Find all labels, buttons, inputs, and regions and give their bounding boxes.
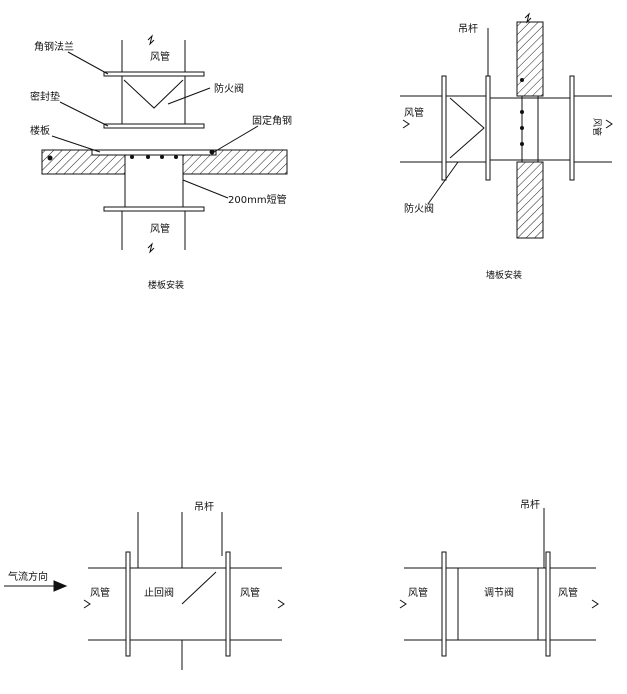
- label-wall-hanger: 吊杆: [458, 23, 478, 35]
- label-angle-flange: 角钢法兰: [34, 40, 74, 53]
- regulating-valve-labels: 吊杆 风管 调节阀 风管: [408, 499, 578, 599]
- label-short-pipe: 200mm短管: [228, 193, 287, 206]
- check-valve-diagram: [4, 512, 285, 670]
- caption-floor-installation: 楼板安装: [148, 279, 184, 291]
- label-duct-top: 风管: [150, 50, 170, 63]
- wall-installation-labels: 吊杆 风管 防火阀 风管 墙板安装: [404, 23, 603, 281]
- label-wall-damper: 防火阀: [404, 202, 434, 215]
- label-regulating-duct-right: 风管: [558, 586, 578, 599]
- label-regulating-duct-left: 风管: [408, 586, 428, 599]
- caption-wall-installation: 墙板安装: [486, 269, 522, 281]
- label-wall-duct-right: 风管: [591, 118, 603, 136]
- label-duct-bottom: 风管: [150, 222, 170, 235]
- floor-damper-blades: [123, 79, 184, 109]
- wall-mid-flange: [485, 75, 491, 181]
- label-check-hanger: 吊杆: [194, 501, 214, 513]
- check-valve-blade: [181, 571, 217, 605]
- regulating-valve-diagram: [399, 508, 599, 657]
- floor-installation-labels: 角钢法兰 密封垫 楼板 防火阀 固定角钢 200mm短管 风管 风管 楼板安装: [30, 40, 292, 291]
- label-fixing-angle: 固定角钢: [252, 114, 292, 127]
- top-flange: [103, 71, 205, 77]
- label-check-valve: 止回阀: [144, 586, 174, 599]
- label-check-duct-left: 风管: [90, 586, 110, 599]
- wall-upper: [516, 21, 544, 97]
- wall-damper-blades: [449, 97, 485, 159]
- label-wall-duct-left: 风管: [404, 106, 424, 119]
- wall-lower: [516, 161, 544, 239]
- check-valve-labels: 吊杆 气流方向 风管 止回阀 风管: [8, 501, 260, 599]
- label-regulating-hanger: 吊杆: [520, 499, 540, 511]
- label-regulating-valve: 调节阀: [484, 586, 514, 599]
- short-pipe: [124, 151, 184, 208]
- wall-installation-diagram: [400, 12, 613, 239]
- label-airflow-direction: 气流方向: [8, 570, 48, 583]
- check-left-flange: [125, 551, 131, 657]
- floor-installation-diagram: [41, 34, 288, 254]
- airflow-arrow-head: [53, 580, 68, 592]
- fixing-angle: [91, 149, 217, 156]
- regulating-right-flange: [545, 551, 551, 657]
- bottom-flange: [103, 206, 205, 212]
- regulating-left-flange: [441, 551, 447, 657]
- wall-right-flange: [569, 75, 575, 181]
- label-slab: 楼板: [30, 124, 50, 137]
- check-right-flange: [225, 551, 231, 657]
- wall-left-flange: [441, 75, 447, 181]
- label-gasket: 密封垫: [30, 90, 60, 103]
- label-check-duct-right: 风管: [240, 586, 260, 599]
- label-floor-damper: 防火阀: [214, 82, 244, 95]
- gasket-flange: [103, 123, 205, 129]
